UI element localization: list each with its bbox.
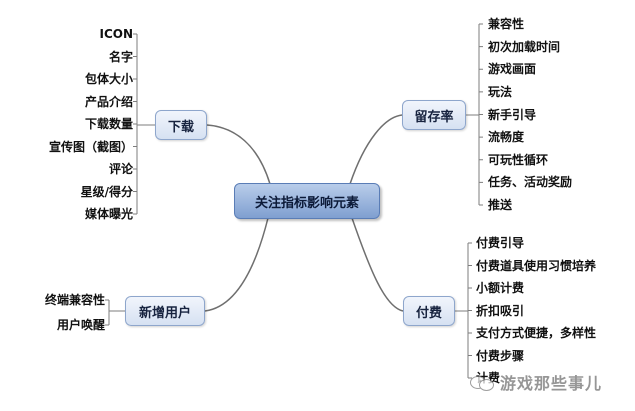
- watermark-text: 游戏那些事儿: [500, 374, 603, 393]
- leaf-download-0: ICON: [99, 27, 133, 41]
- center-topic: 关注指标影响元素: [234, 183, 380, 219]
- center-topic-label: 关注指标影响元素: [254, 195, 359, 211]
- branch-retention: 留存率: [402, 100, 466, 130]
- branch-payment-label: 付费: [415, 305, 442, 321]
- leaf-retention-5: 流畅度: [488, 130, 525, 145]
- leaf-retention-1: 初次加载时间: [488, 39, 561, 54]
- leaf-download-7: 星级/得分: [80, 184, 133, 199]
- watermark: 游戏那些事儿: [470, 370, 602, 394]
- leaf-download-4: 下载数量: [84, 117, 133, 131]
- wechat-icon: [470, 374, 496, 391]
- leaf-payment-0: 付费引导: [476, 236, 525, 250]
- leaf-download-5: 宣传图（截图）: [48, 139, 133, 154]
- leaf-download-3: 产品介绍: [84, 94, 133, 109]
- leaf-retention-8: 推送: [488, 198, 513, 212]
- branch-curve: [351, 217, 404, 312]
- leaf-retention-2: 游戏画面: [488, 62, 537, 77]
- leaf-retention-3: 玩法: [488, 84, 513, 99]
- leaf-download-1: 名字: [108, 49, 133, 64]
- leaf-retention-4: 新手引导: [488, 107, 537, 122]
- leaf-download-8: 媒体曝光: [84, 207, 133, 221]
- branch-curve: [349, 114, 403, 185]
- branch-curve: [204, 217, 269, 312]
- branch-curve: [206, 124, 271, 185]
- leaf-retention-0: 兼容性: [488, 17, 525, 31]
- leaf-retention-6: 可玩性循环: [488, 152, 549, 167]
- branch-download: 下载: [155, 110, 207, 140]
- branch-payment: 付费: [403, 296, 455, 326]
- branch-new-users-label: 新增用户: [138, 305, 191, 321]
- branch-download-label: 下载: [167, 119, 194, 135]
- leaf-payment-1: 付费道具使用习惯培养: [476, 258, 597, 273]
- leaf-payment-3: 折扣吸引: [476, 303, 525, 318]
- leaf-payment-5: 付费步骤: [476, 348, 525, 363]
- leaf-payment-4: 支付方式便捷，多样性: [476, 326, 597, 340]
- leaf-newusers-1: 用户唤醒: [56, 318, 105, 332]
- branch-new-users: 新增用户: [125, 296, 205, 326]
- leaf-payment-2: 小额计费: [476, 281, 525, 295]
- leaf-retention-7: 任务、活动奖励: [488, 175, 573, 190]
- leaf-newusers-0: 终端兼容性: [44, 293, 105, 307]
- branch-retention-label: 留存率: [414, 109, 454, 125]
- leaf-download-2: 包体大小: [84, 72, 133, 86]
- leaf-download-6: 评论: [108, 162, 133, 176]
